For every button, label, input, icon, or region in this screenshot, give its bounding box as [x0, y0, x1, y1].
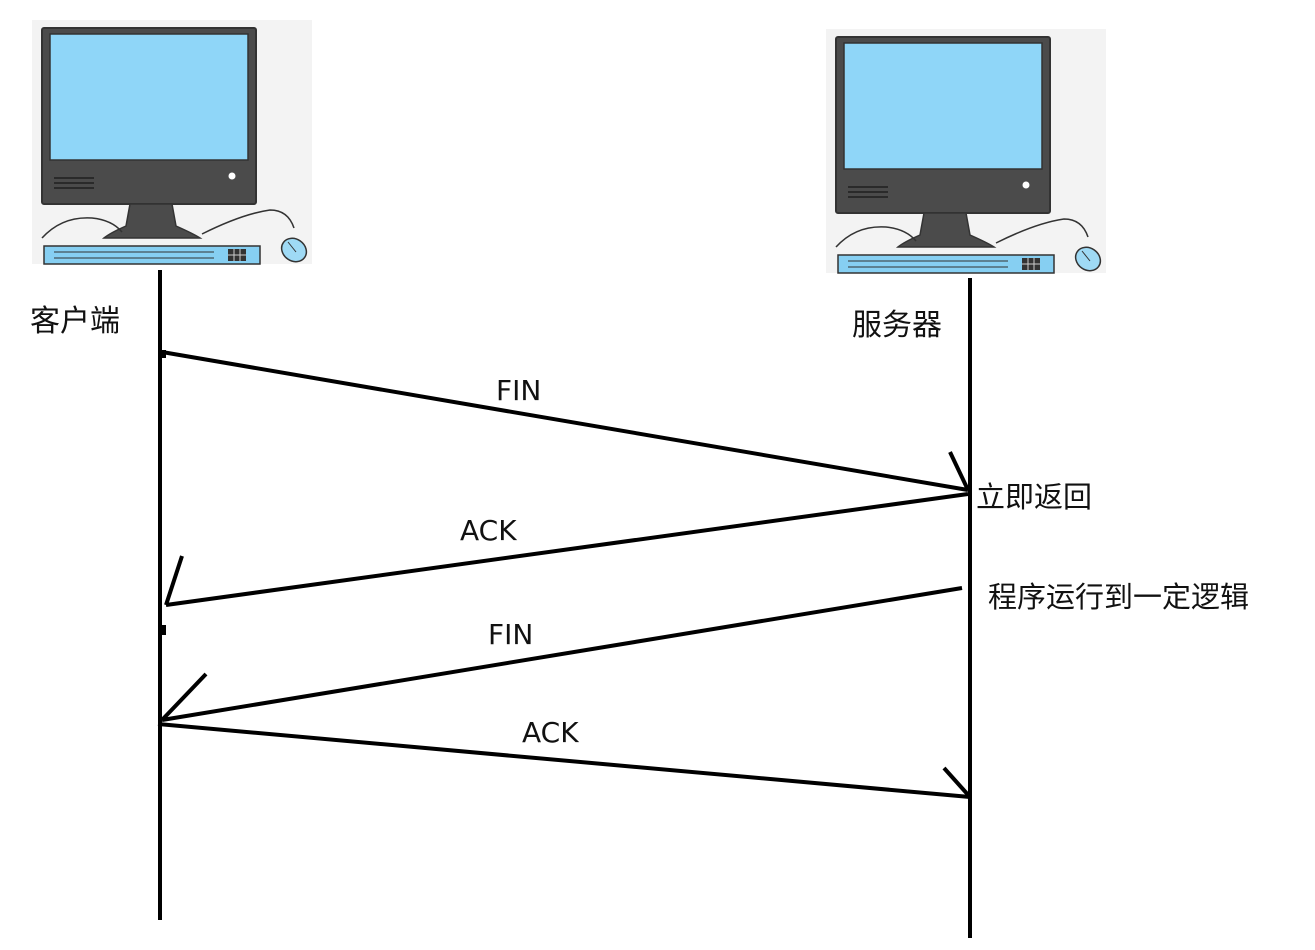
server-label: 服务器: [852, 308, 942, 343]
server-note-2: 程序运行到一定逻辑: [988, 580, 1250, 614]
client-computer-icon: [31, 19, 313, 268]
message-arrow-2: [164, 492, 969, 607]
message-arrow-1: [161, 350, 970, 492]
message-arrow-3: [160, 586, 963, 722]
message-label-1: FIN: [496, 374, 542, 407]
server-note-1: 立即返回: [976, 480, 1093, 514]
server-computer-icon: [825, 28, 1107, 277]
message-label-3: FIN: [488, 618, 534, 651]
client-label: 客户端: [30, 304, 120, 339]
message-label-2: ACK: [460, 514, 517, 547]
message-label-4: ACK: [522, 716, 579, 749]
message-arrow-4: [157, 722, 972, 799]
